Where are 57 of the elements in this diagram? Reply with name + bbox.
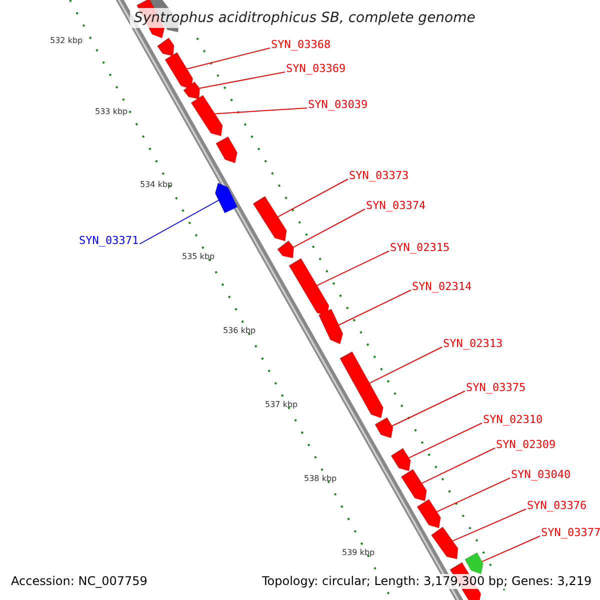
leader-line xyxy=(214,108,308,114)
gene-feature xyxy=(277,240,294,258)
gene-label: SYN_03368 xyxy=(271,38,331,51)
leader-line xyxy=(338,290,412,326)
gene-label: SYN_03374 xyxy=(366,199,426,212)
gene-label: SYN_02313 xyxy=(443,337,503,350)
scale-tick-label: 534 kbp xyxy=(140,180,173,190)
leader-line xyxy=(408,422,482,458)
gene-feature xyxy=(164,52,194,90)
scale-tick-label: 532 kbp xyxy=(50,36,83,46)
gene-label: SYN_03373 xyxy=(349,169,409,182)
gene-label: SYN_02315 xyxy=(390,241,450,254)
leader-line xyxy=(199,72,286,89)
leader-line xyxy=(277,178,348,218)
gene-label: SYN_03371 xyxy=(79,234,139,247)
gene-feature xyxy=(183,81,200,100)
gene-feature xyxy=(216,136,238,164)
leader-line xyxy=(369,346,442,384)
scale-tick-label: 536 kbp xyxy=(223,326,256,336)
gene-feature xyxy=(156,37,174,56)
gene-feature xyxy=(252,196,287,242)
leader-line xyxy=(452,508,526,542)
scale-tick-label: 537 kbp xyxy=(265,400,298,410)
footer-text: Topology: circular; Length: 3,179,300 bp; Genes: 3,219 xyxy=(260,574,594,589)
gene-label: SYN_03369 xyxy=(286,62,346,75)
gene-feature xyxy=(430,526,458,560)
leader-line xyxy=(482,536,540,562)
gene-feature xyxy=(464,552,484,574)
gene-label: SYN_03377 xyxy=(541,526,600,539)
gene-label: SYN_03375 xyxy=(466,381,526,394)
leader-line xyxy=(392,390,466,426)
leader-line xyxy=(316,250,390,286)
leader-line xyxy=(421,448,496,484)
leader-line xyxy=(139,193,232,244)
scale-tick-label: 533 kbp xyxy=(95,107,128,117)
gene-label: SYN_03039 xyxy=(308,98,368,111)
gene-label: SYN_02314 xyxy=(412,280,472,293)
gene-feature xyxy=(190,94,223,136)
scale-tick-label: 535 kbp xyxy=(182,252,215,262)
gene-feature xyxy=(390,448,411,472)
gene-feature xyxy=(374,417,394,438)
leader-line xyxy=(293,208,366,248)
gene-feature xyxy=(400,468,427,502)
gene-label: SYN_02309 xyxy=(496,438,556,451)
gene-feature xyxy=(288,258,330,316)
scale-tick-label: 538 kbp xyxy=(304,474,337,484)
gene-label: SYN_03376 xyxy=(527,499,587,512)
gene-feature xyxy=(416,498,441,528)
scale-tick-label: 539 kbp xyxy=(342,548,375,558)
gene-label: SYN_02310 xyxy=(483,413,543,426)
leader-line xyxy=(436,478,510,512)
footer-text: Accession: NC_007759 xyxy=(9,574,150,589)
gene-feature xyxy=(340,351,384,418)
gene-label: SYN_03040 xyxy=(511,468,571,481)
leader-line xyxy=(186,48,270,70)
gene-feature xyxy=(318,308,344,344)
gene-feature xyxy=(214,182,238,214)
